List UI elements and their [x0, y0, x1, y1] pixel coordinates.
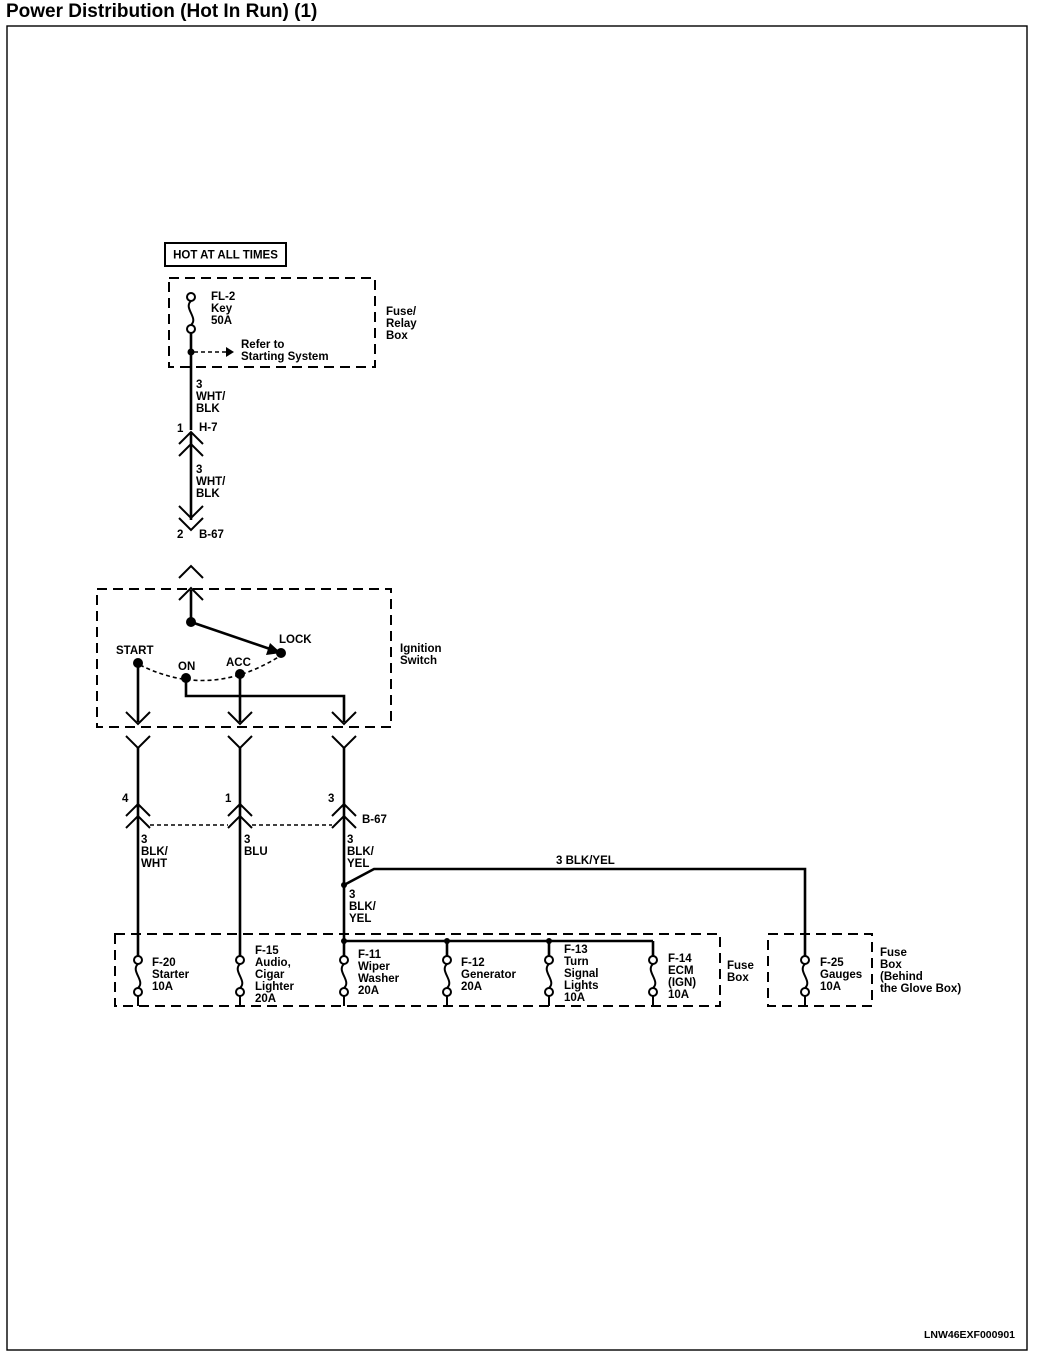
fuse-f20-label: F-20 Starter 10A	[152, 957, 192, 993]
fuse-fl2-label: FL-2 Key 50A	[211, 291, 238, 327]
wire-label-branch-right: 3 BLK/YEL	[556, 855, 615, 867]
fuse-f12-label: F-12 Generator 20A	[461, 957, 519, 993]
diagram-id: LNW46EXF000901	[924, 1329, 1015, 1341]
connector-b67-upper-pin: 2	[177, 529, 183, 541]
refer-starting-system: Refer to Starting System	[241, 339, 329, 363]
switch-acc-label: ACC	[226, 657, 251, 669]
ignition-switch-box	[96, 588, 392, 728]
fuse-f25	[800, 955, 810, 1006]
wire-label-start: 3 BLK/ WHT	[141, 834, 171, 870]
connector-b67-lower-pin-3: 3	[328, 793, 334, 805]
connector-b67-lower-pin-1: 1	[225, 793, 232, 805]
fuse-fl2	[186, 292, 196, 334]
wire-label-top: 3 WHT/ BLK	[196, 379, 229, 415]
fuse-box-label: Fuse Box	[727, 960, 757, 984]
connector-b67-lower-pin-4: 4	[122, 793, 129, 805]
page-title: Power Distribution (Hot In Run) (1)	[6, 1, 318, 22]
fuse-box-glove	[767, 933, 873, 1007]
hot-label: HOT AT ALL TIMES	[173, 250, 278, 262]
wire-label-acc: 3 BLU	[244, 834, 268, 858]
connector-b67-upper-name: B-67	[199, 529, 224, 541]
fuse-f11	[339, 955, 349, 1006]
fuse-relay-box	[168, 277, 376, 368]
fuse-box-glove-label: Fuse Box (Behind the Glove Box)	[880, 947, 961, 995]
fuse-relay-box-label: Fuse/ Relay Box	[386, 306, 420, 342]
fuse-f14-label: F-14 ECM (IGN) 10A	[668, 953, 699, 1001]
wire-label-branch-down: 3 BLK/ YEL	[349, 889, 379, 925]
ignition-switch-label: Ignition Switch	[400, 643, 445, 667]
switch-lock-label: LOCK	[279, 634, 312, 646]
fuse-f13	[544, 955, 554, 1006]
switch-start-label: START	[116, 645, 153, 657]
connector-b67-lower-name: B-67	[362, 814, 387, 826]
fuse-f25-label: F-25 Gauges 10A	[820, 957, 865, 993]
switch-on-label: ON	[178, 661, 195, 673]
diagram-frame	[6, 25, 1028, 1351]
fuse-f11-label: F-11 Wiper Washer 20A	[358, 949, 402, 997]
fuse-f14	[648, 955, 658, 1006]
connector-b67-upper	[178, 505, 204, 532]
fuse-f15	[235, 955, 245, 1006]
wire-label-on: 3 BLK/ YEL	[347, 834, 377, 870]
fuse-box	[114, 933, 721, 1007]
connector-h7-pin: 1	[177, 423, 184, 435]
refer-arrow-icon	[226, 347, 234, 357]
fuse-f13-label: F-13 Turn Signal Lights 10A	[564, 944, 602, 1004]
connector-h7-name: H-7	[199, 422, 218, 434]
fuse-f12	[442, 955, 452, 1006]
wire-label-mid: 3 WHT/ BLK	[196, 464, 229, 500]
fuse-f20	[133, 955, 143, 1006]
hot-label-box	[164, 242, 287, 267]
fuse-f15-label: F-15 Audio, Cigar Lighter 20A	[255, 945, 297, 1005]
